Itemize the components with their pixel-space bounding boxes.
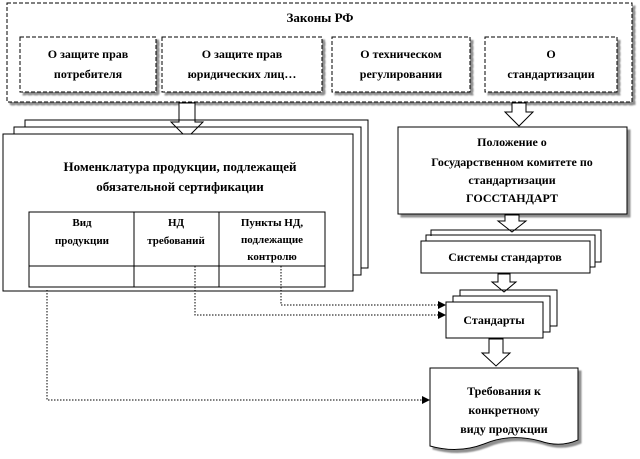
law-item-consumers-line2: потребителя <box>54 67 123 81</box>
systems-label: Системы стандартов <box>448 250 562 264</box>
standards-group: Стандарты <box>445 289 558 339</box>
column-header-nd-points-line1: Пункты НД, <box>241 217 304 229</box>
nomenclature-back-page-2 <box>24 119 369 269</box>
systems-back-page-2 <box>430 229 602 263</box>
systems-back-page-1 <box>425 234 596 268</box>
nomenclature-title-line1: Номенклатура продукции, подлежащей <box>64 159 297 174</box>
systems-box <box>420 240 591 274</box>
column-header-nd-points-line3: контролю <box>247 251 297 263</box>
nd-requirements-to-standards-connector <box>194 266 446 319</box>
column-header-product-type-line1: Вид <box>72 217 92 229</box>
nomenclature-back-page-1 <box>13 126 362 276</box>
requirements-line3: виду продукции <box>460 422 548 436</box>
nomenclature-table: Вид продукции НД требований Пункты НД, п… <box>28 211 326 288</box>
standards-box <box>445 301 544 339</box>
nd-points-to-standards-connector <box>280 266 446 309</box>
standards-back-page-1 <box>452 295 551 333</box>
nomenclature-group: Номенклатура продукции, подлежащей обяза… <box>2 119 369 292</box>
law-item-legal-entities-line2: юридических лиц… <box>188 67 297 81</box>
law-item-standardization-line2: стандартизации <box>507 67 594 81</box>
column-header-product-type-line2: продукции <box>55 235 110 247</box>
standards-back-page-2 <box>459 289 558 327</box>
law-item-standardization: О стандартизации <box>484 36 618 93</box>
regulation-line1: Положение о <box>477 135 547 149</box>
laws-group: Законы РФ О защите прав потребителя О за… <box>6 2 633 103</box>
law-item-technical-regulation: О техническом регулировании <box>331 36 471 93</box>
regulation-box <box>397 126 628 215</box>
regulation-line3: стандартизации <box>468 173 555 187</box>
law-item-consumers-line1: О защите прав <box>48 47 129 61</box>
systems-group: Системы стандартов <box>420 229 602 274</box>
law-item-legal-entities-line1: О защите прав <box>202 47 283 61</box>
systems-to-standards-arrow <box>490 273 518 293</box>
law-item-legal-entities: О защите прав юридических лиц… <box>161 36 323 93</box>
regulation-line4: ГОССТАНДАРТ <box>466 191 558 205</box>
regulation-group: Положение о Государственном комитете по … <box>397 126 628 215</box>
regulation-to-systems-arrow <box>496 214 528 233</box>
requirements-line2: конкретному <box>468 403 539 417</box>
nomenclature-title-line2: обязательной сертификации <box>96 179 264 194</box>
column-header-nd-points-line2: подлежащие <box>241 234 303 246</box>
law-item-technical-regulation-line2: регулировании <box>360 67 442 81</box>
law-item-standardization-line1: О <box>546 47 555 61</box>
requirements-line1: Требования к <box>467 384 541 398</box>
law-item-technical-regulation-line1: О техническом <box>360 47 441 61</box>
standards-to-requirements-arrow <box>480 338 512 367</box>
requirements-group: Требования к конкретному виду продукции <box>429 367 579 450</box>
product-type-to-requirements-connector <box>46 290 430 404</box>
laws-title: Законы РФ <box>287 10 354 25</box>
regulation-line2: Государственном комитете по <box>431 155 593 169</box>
standards-label: Стандарты <box>463 313 525 327</box>
laws-to-regulation-arrow <box>503 102 535 127</box>
column-header-nd-requirements-line1: НД <box>168 217 185 229</box>
law-item-consumers: О защите прав потребителя <box>19 36 157 93</box>
column-header-nd-requirements-line2: требований <box>147 235 205 247</box>
requirements-box <box>429 367 579 450</box>
